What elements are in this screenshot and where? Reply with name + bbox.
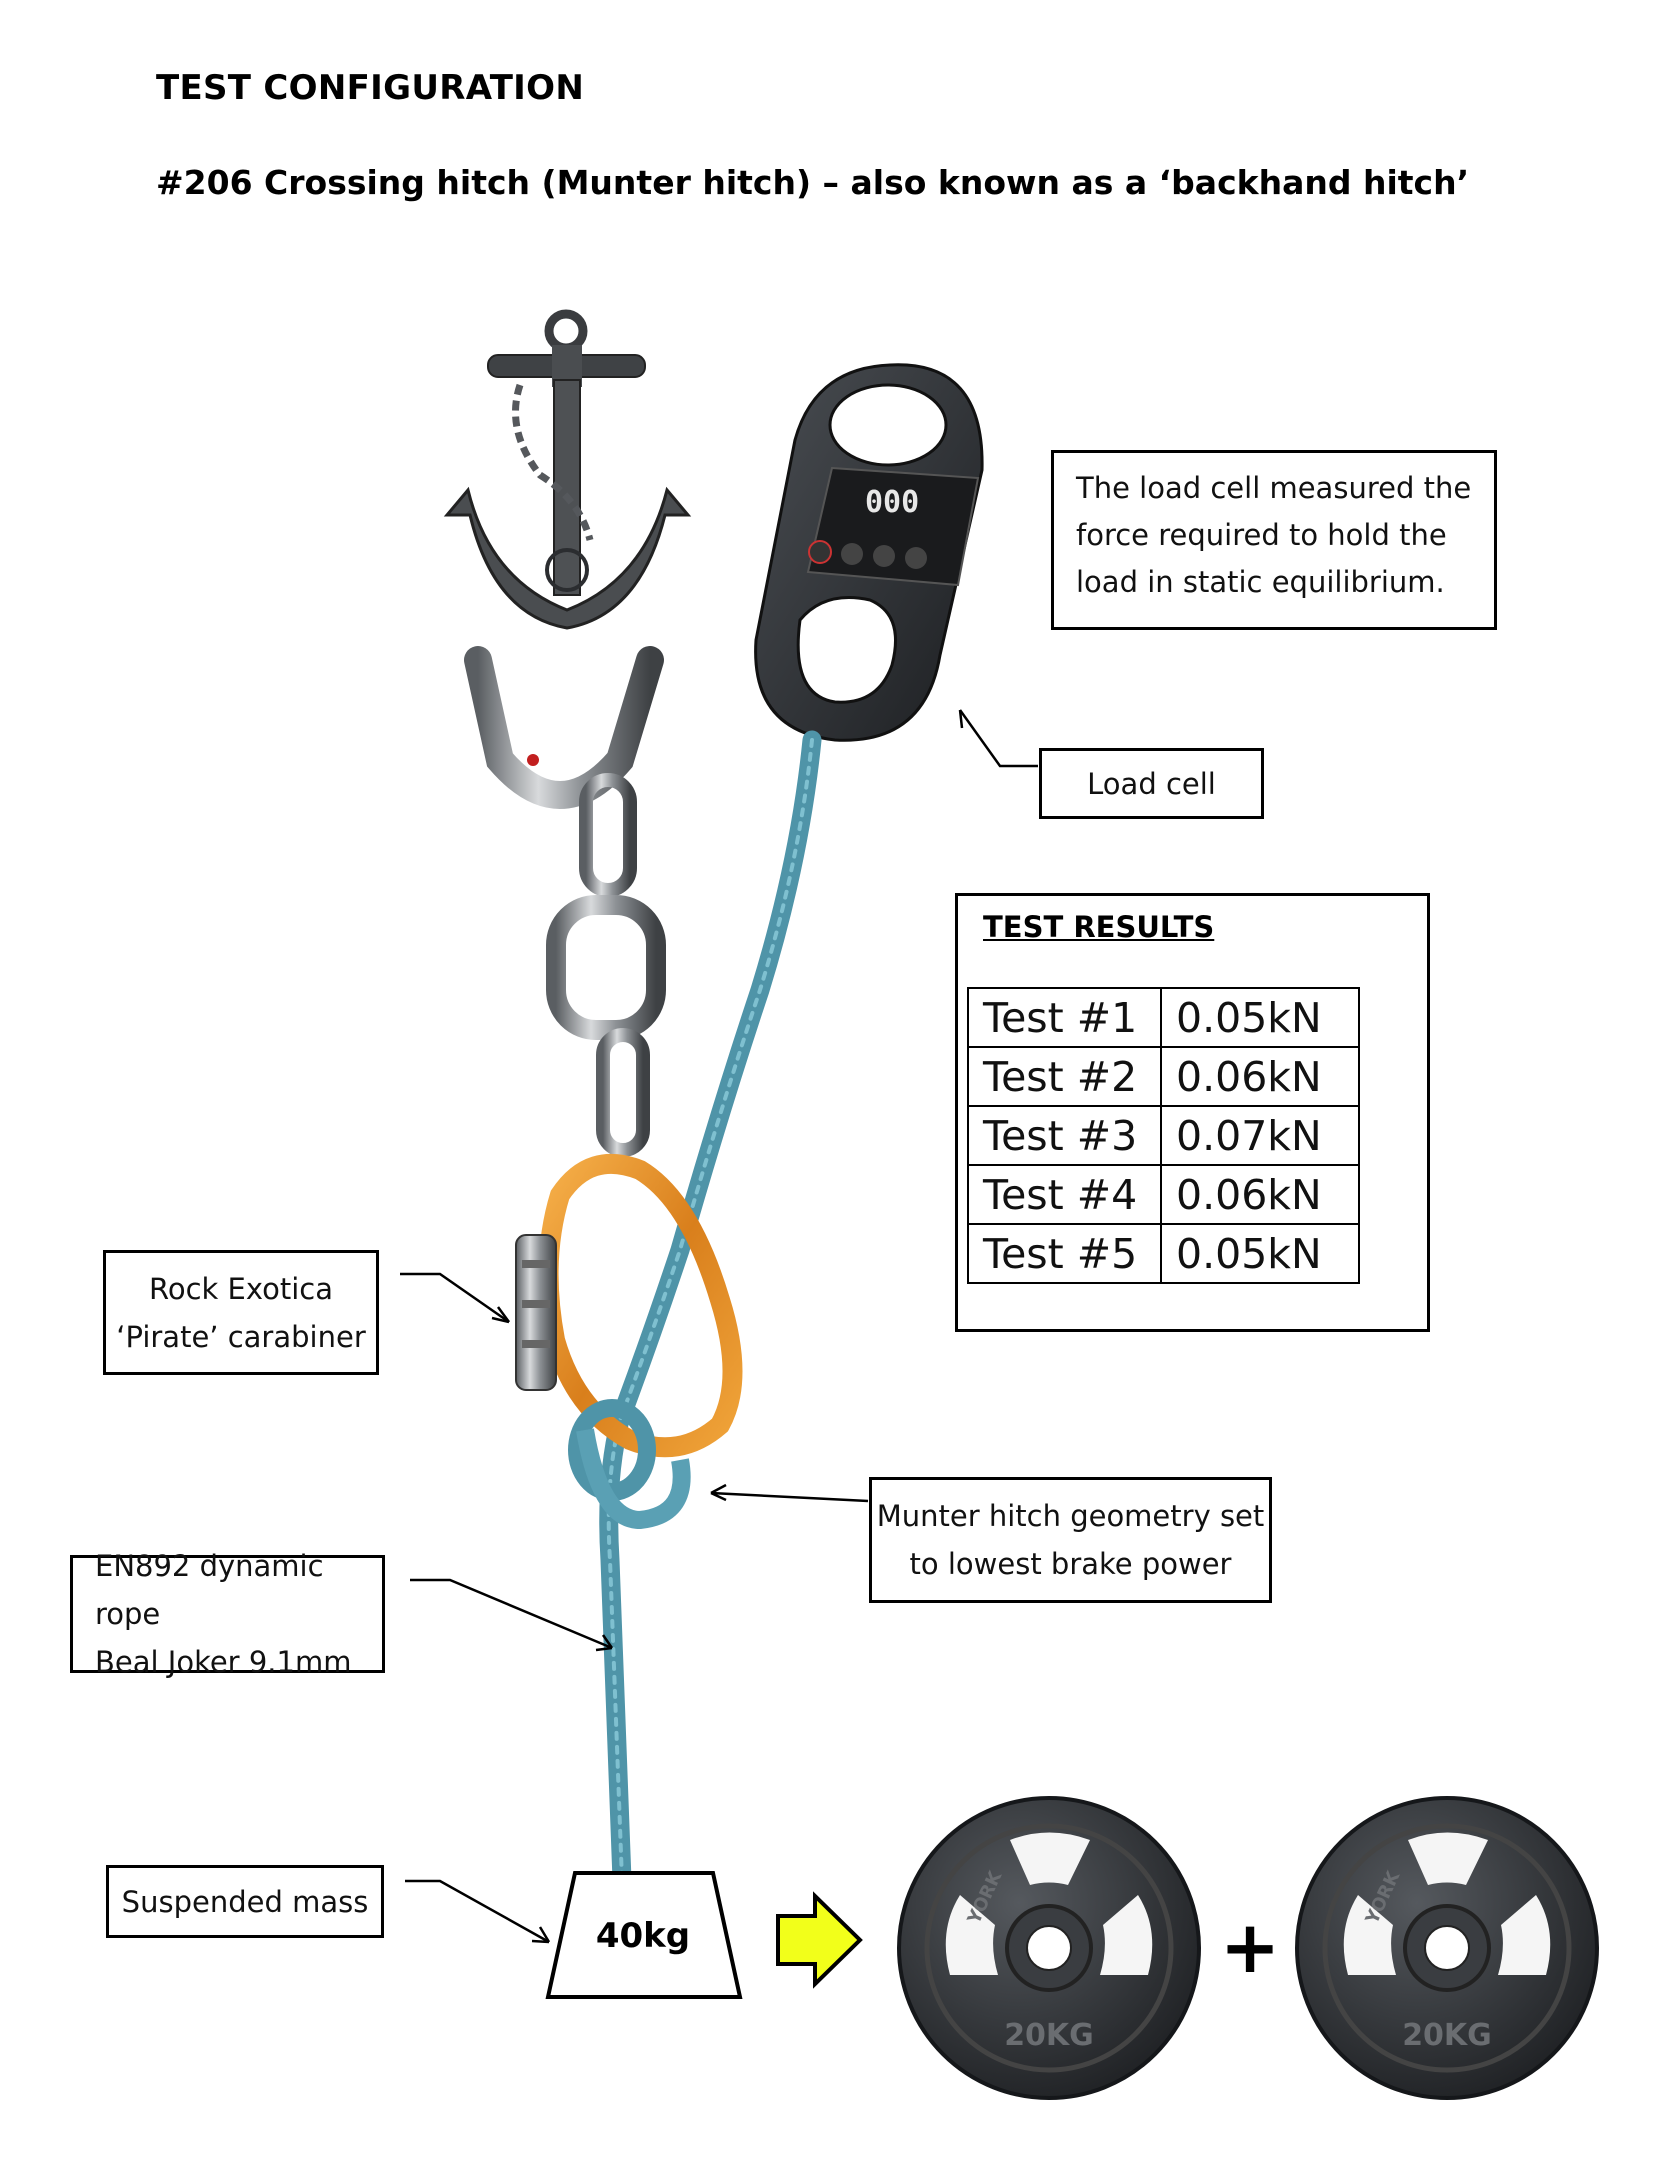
test-name-cell: Test #2 <box>967 1046 1162 1107</box>
mass-label: 40kg <box>596 1916 690 1956</box>
load-cell-label: Load cell <box>1087 766 1216 801</box>
suspended-mass-callout: Suspended mass <box>106 1865 384 1938</box>
table-row: Test #5 0.05kN <box>967 1223 1360 1284</box>
load-cell-label-box: Load cell <box>1039 748 1264 819</box>
table-row: Test #2 0.06kN <box>967 1046 1360 1107</box>
table-row: Test #3 0.07kN <box>967 1105 1360 1166</box>
test-results-table: Test #1 0.05kN Test #2 0.06kN Test #3 0.… <box>967 987 1360 1284</box>
munter-label-line2: to lowest brake power <box>909 1547 1232 1581</box>
carabiner-callout: Rock Exotica ‘Pirate’ carabiner <box>103 1250 379 1375</box>
table-row: Test #1 0.05kN <box>967 987 1360 1048</box>
rope-label-line2: Beal Joker 9.1mm <box>95 1645 352 1679</box>
callout-arrows <box>400 709 1038 1944</box>
anchor-icon <box>443 309 692 630</box>
test-value-cell: 0.05kN <box>1160 1223 1360 1284</box>
page-subtitle: #206 Crossing hitch (Munter hitch) – als… <box>156 163 1470 202</box>
rope-callout: EN892 dynamic rope Beal Joker 9.1mm <box>70 1549 385 1679</box>
plate-weight-label: 20KG <box>1402 2018 1492 2053</box>
munter-hitch-callout: Munter hitch geometry set to lowest brak… <box>869 1477 1272 1603</box>
test-results-title: TEST RESULTS <box>983 910 1215 944</box>
chain-link-icon <box>546 773 666 1157</box>
table-row: Test #4 0.06kN <box>967 1164 1360 1225</box>
test-results-box: TEST RESULTS Test #1 0.05kN Test #2 0.06… <box>955 893 1430 1332</box>
suspended-mass-label: Suspended mass <box>121 1884 369 1919</box>
page-title: TEST CONFIGURATION <box>156 68 585 108</box>
load-cell-info-text: The load cell measured the force require… <box>1076 471 1472 599</box>
mass-block <box>545 1871 743 1999</box>
test-name-cell: Test #1 <box>967 987 1162 1048</box>
rope-label-line1: EN892 dynamic rope <box>95 1549 324 1631</box>
test-value-cell: 0.07kN <box>1160 1105 1360 1166</box>
munter-hitch-icon <box>568 1399 691 1530</box>
test-value-cell: 0.05kN <box>1160 987 1360 1048</box>
carabiner-icon <box>515 1153 743 1458</box>
right-arrow-icon <box>776 1891 863 1989</box>
load-cell-info-box: The load cell measured the force require… <box>1051 450 1497 630</box>
test-name-cell: Test #5 <box>967 1223 1162 1284</box>
test-name-cell: Test #3 <box>967 1105 1162 1166</box>
plus-operator: + <box>1220 1905 1280 1989</box>
munter-label-line1: Munter hitch geometry set <box>876 1499 1265 1533</box>
load-cell-device-icon: 000 <box>754 363 984 742</box>
test-name-cell: Test #4 <box>967 1164 1162 1225</box>
carabiner-label-line1: Rock Exotica <box>148 1271 334 1306</box>
device-reading: 000 <box>865 485 919 520</box>
steel-carabiner-icon <box>464 646 664 809</box>
carabiner-label-line2: ‘Pirate’ carabiner <box>116 1319 366 1354</box>
weight-plate-icon: 20KG YORK <box>897 1796 1201 2100</box>
test-value-cell: 0.06kN <box>1160 1164 1360 1225</box>
test-value-cell: 0.06kN <box>1160 1046 1360 1107</box>
plate-weight-label: 20KG <box>1004 2018 1094 2053</box>
weight-plate-icon: 20KG YORK <box>1295 1796 1599 2100</box>
